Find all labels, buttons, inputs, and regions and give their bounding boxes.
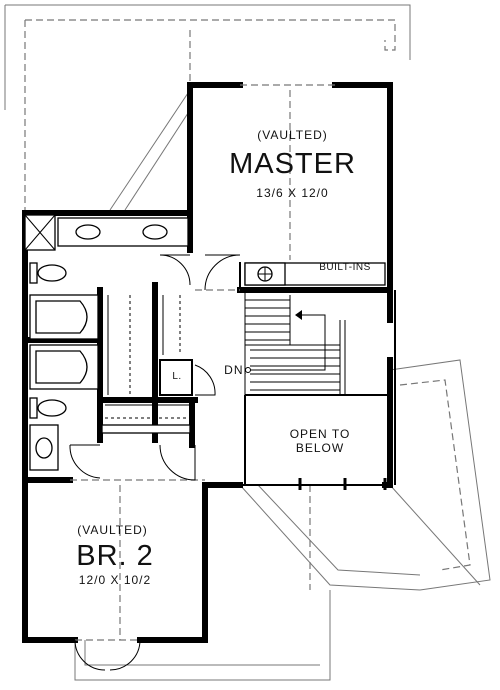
master-vaulted-note: (VAULTED) — [257, 128, 328, 142]
master-room-title: MASTER — [229, 148, 356, 180]
small-vanity — [29, 424, 59, 471]
door-swings — [69, 254, 241, 671]
built-ins-label: BUILT-INS — [319, 262, 371, 273]
open-to-below-line1: OPEN TO — [289, 427, 351, 441]
bathtubs — [29, 294, 99, 390]
bedroom2-room-size: 12/0 X 10/2 — [78, 573, 152, 587]
toilets — [29, 262, 67, 419]
staircase — [244, 290, 346, 395]
master-room-size: 13/6 X 12/0 — [256, 186, 329, 200]
stair-down-label: DN. — [224, 363, 248, 377]
linen-closet-label: L. — [172, 371, 182, 382]
roof-outlines — [4, 4, 491, 681]
opening-lines — [70, 84, 335, 641]
window-markers — [298, 478, 387, 490]
open-to-below-line2: BELOW — [295, 441, 345, 455]
bath-vanity — [24, 214, 189, 251]
walls — [22, 82, 396, 643]
closets — [101, 295, 191, 434]
bedroom2-vaulted-note: (VAULTED) — [77, 523, 148, 537]
bedroom2-room-title: BR. 2 — [76, 540, 154, 572]
built-ins — [244, 262, 386, 286]
